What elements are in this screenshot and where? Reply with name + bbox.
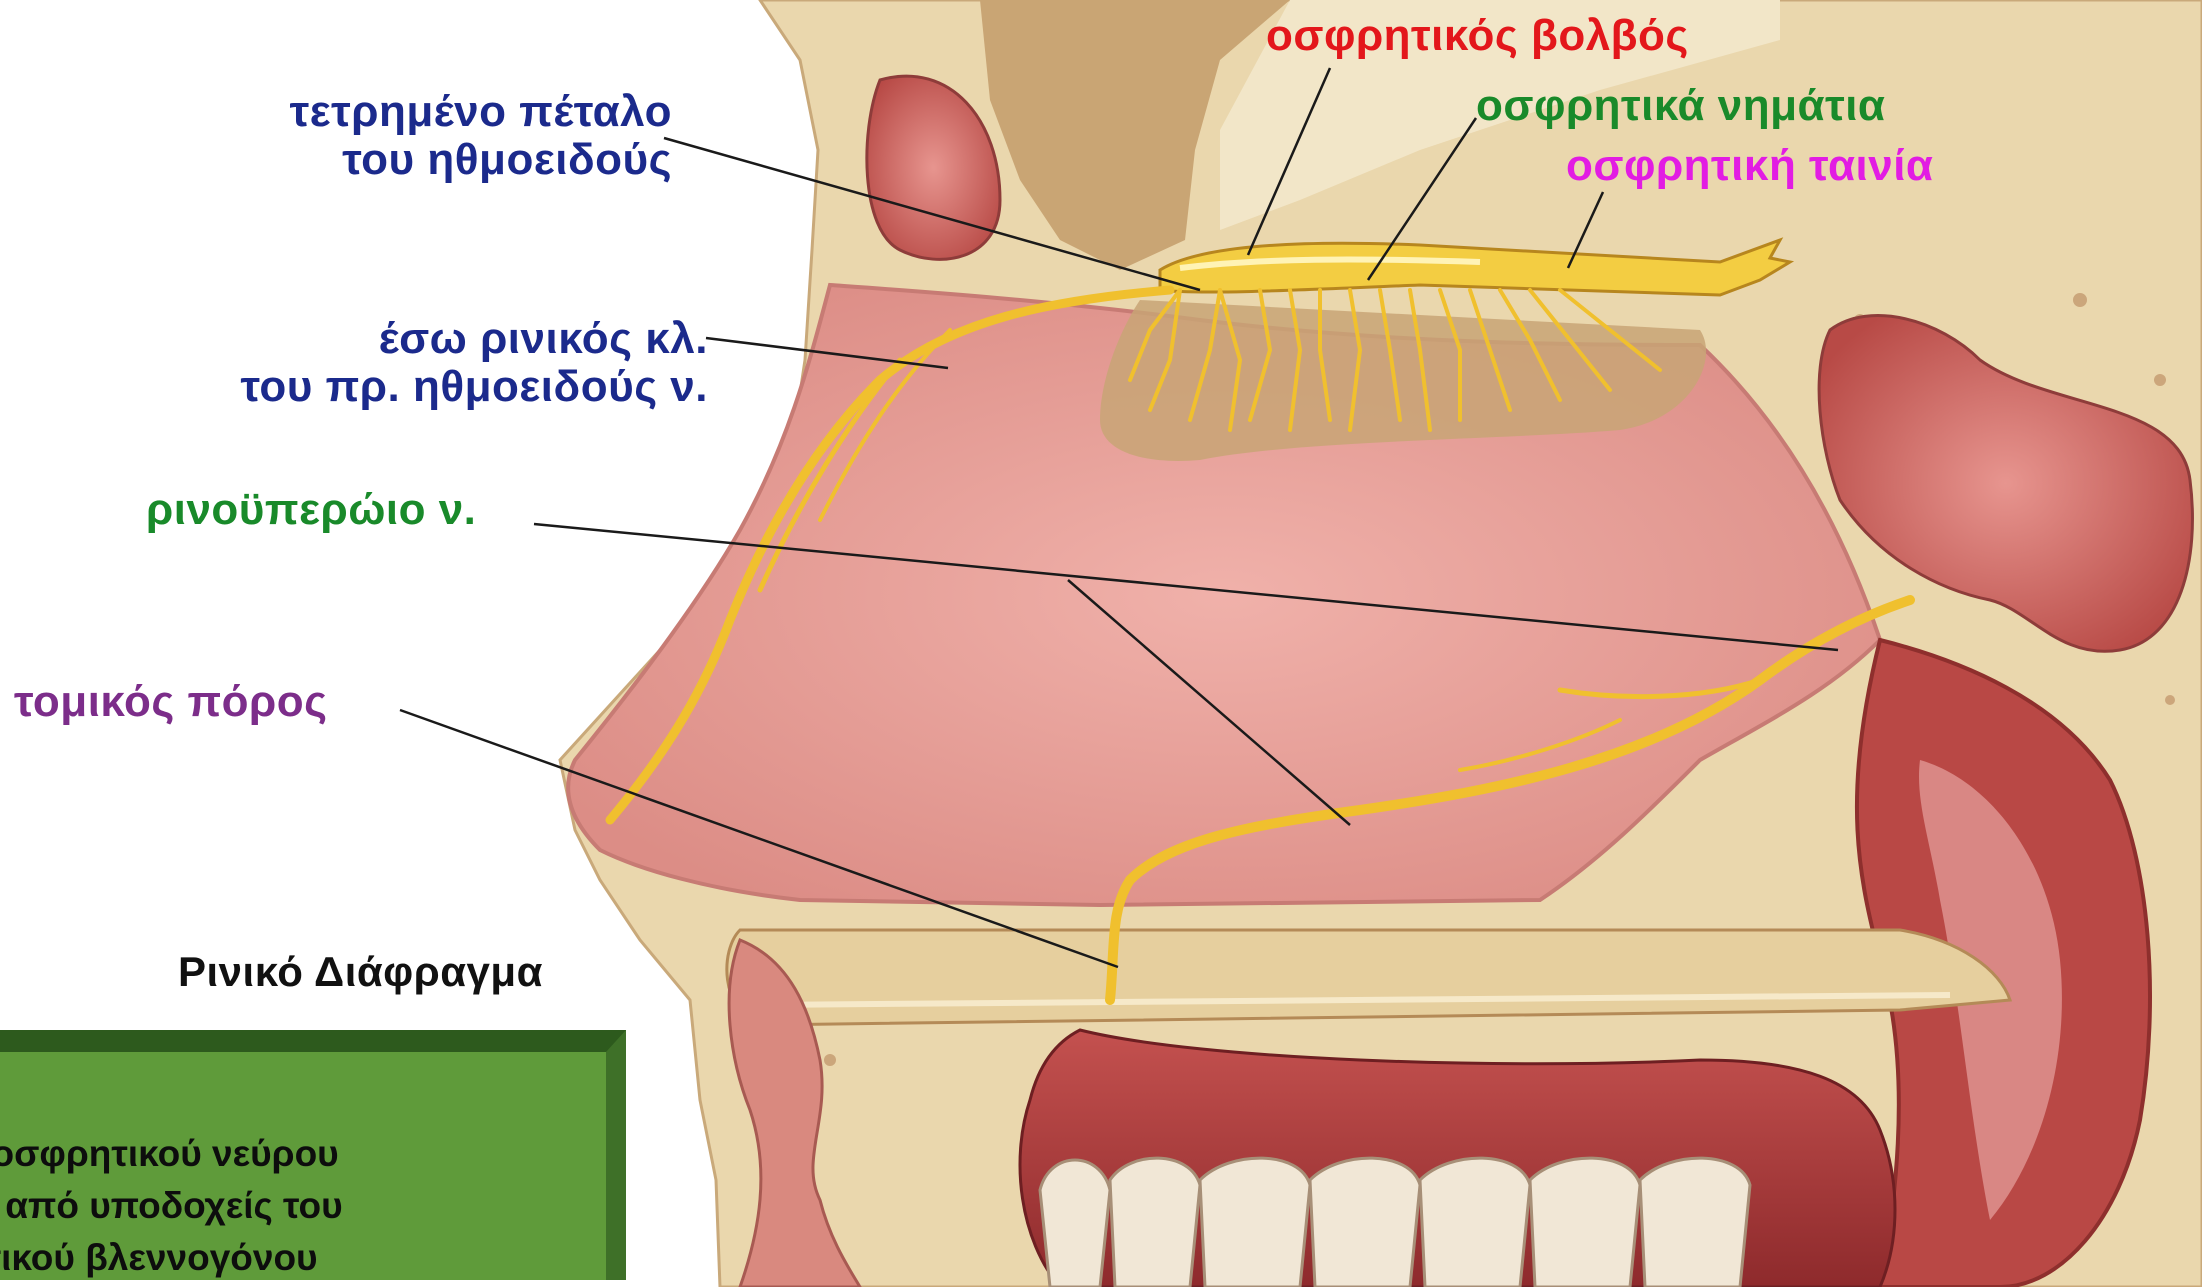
caption-line-3: ητικού βλεννογόνου: [0, 1232, 343, 1280]
label-internal-line-2: του πρ. ηθμοειδούς ν.: [240, 363, 708, 411]
label-cribriform-plate: τετρημένο πέταλο του ηθμοειδούς: [290, 88, 672, 184]
caption-text: ς οσφρητικού νεύρου αι από υποδοχείς του…: [0, 1128, 343, 1280]
label-cribriform-line-2: του ηθμοειδούς: [290, 136, 672, 184]
label-internal-line-1: έσω ρινικός κλ.: [240, 315, 708, 363]
label-incisive-canal: τομικός πόρος: [14, 678, 328, 726]
label-internal-nasal-branch: έσω ρινικός κλ. του πρ. ηθμοειδούς ν.: [240, 315, 708, 411]
caption-box: ς οσφρητικού νεύρου αι από υποδοχείς του…: [0, 1030, 626, 1280]
label-nasopalatine-nerve: ρινοϋπερώιο ν.: [146, 486, 476, 534]
teeth: [1040, 1158, 1750, 1287]
label-olfactory-stria: οσφρητική ταινία: [1566, 142, 1933, 190]
caption-line-1: ς οσφρητικού νεύρου: [0, 1128, 343, 1180]
hard-palate: [727, 930, 2010, 1025]
caption-line-2: αι από υποδοχείς του: [0, 1180, 343, 1232]
label-olfactory-filaments: οσφρητικά νημάτια: [1476, 82, 1885, 130]
label-olfactory-bulb: οσφρητικός βολβός: [1266, 12, 1689, 60]
label-cribriform-line-1: τετρημένο πέταλο: [290, 88, 672, 136]
label-nasal-septum: Ρινικό Διάφραγμα: [178, 948, 543, 996]
